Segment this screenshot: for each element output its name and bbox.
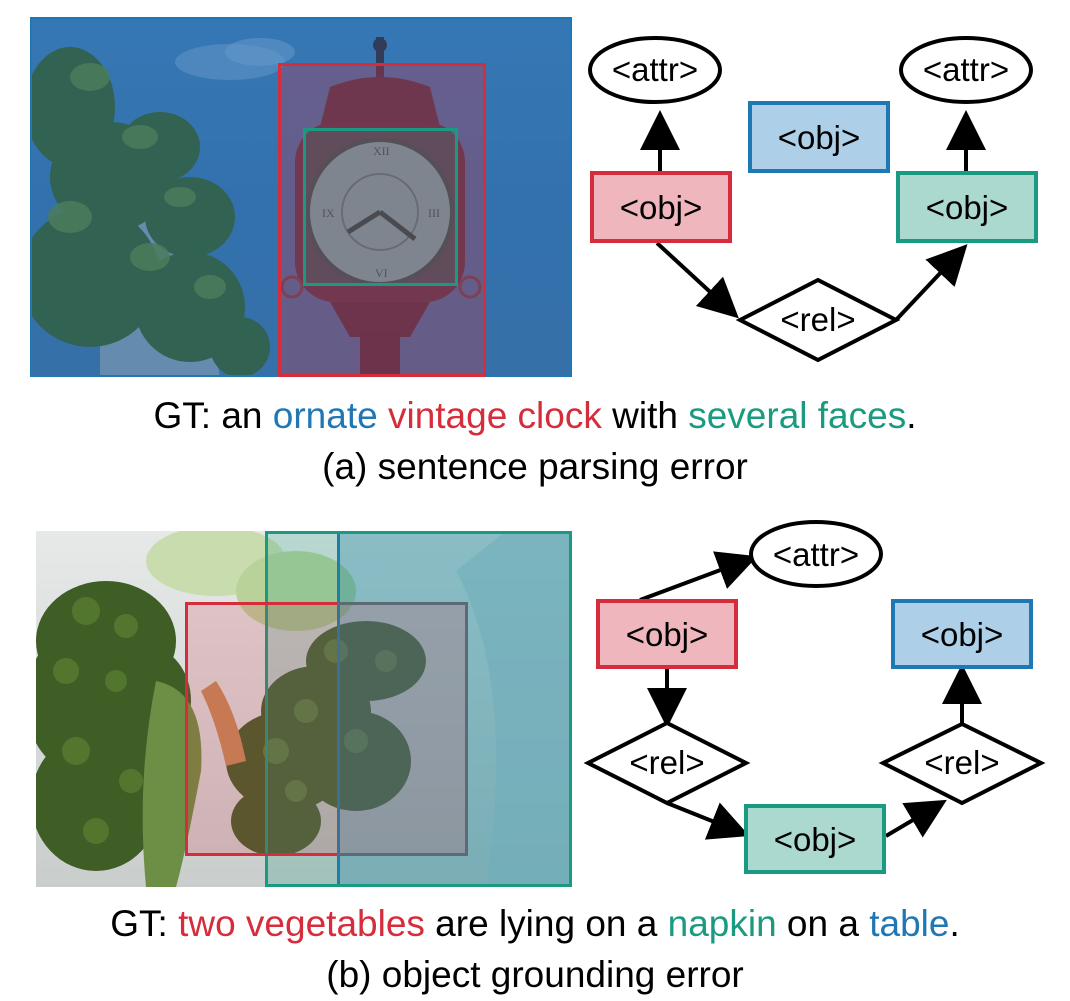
node-a-attr-left <box>588 36 722 104</box>
graph-a: <attr> <attr> <obj> <obj> <obj> <rel> <box>588 36 1038 363</box>
caption-a-gt: GT: an ornate vintage clock with several… <box>0 397 1070 434</box>
clock-photo-illustration: XII III VI IX <box>30 37 482 377</box>
caption-b-gt: GT: two vegetables are lying on a napkin… <box>0 905 1070 942</box>
node-a-obj-blue <box>748 101 890 173</box>
broccoli-photo <box>36 531 572 887</box>
node-b-attr <box>749 520 883 588</box>
caption-a-several-faces: several faces <box>688 395 907 436</box>
graph-b: <attr> <obj> <obj> <rel> <rel> <obj> <box>583 520 1046 874</box>
caption-b-on-a: on a <box>776 903 870 944</box>
edge-b-rel-objgreen <box>666 801 750 840</box>
node-b-rel-left <box>583 720 751 806</box>
subcaption-a: (a) sentence parsing error <box>322 446 748 487</box>
svg-text:III: III <box>428 206 440 220</box>
node-b-rel-right-label: <rel> <box>924 744 999 781</box>
caption-b-prefix: GT: <box>110 903 179 944</box>
node-a-attr-right-label: <attr> <box>923 51 1009 88</box>
bbox-green-several-faces <box>303 128 458 286</box>
edge-b-objgreen-rel <box>884 799 947 838</box>
subcaption-b: (b) object grounding error <box>326 954 744 995</box>
node-b-rel-right <box>878 721 1046 806</box>
bbox-green-napkin <box>265 531 572 887</box>
node-b-obj-red <box>596 599 738 669</box>
node-a-obj-green-label: <obj> <box>926 189 1009 226</box>
node-a-obj-blue-label: <obj> <box>778 119 861 156</box>
clock-photo: XII III VI IX <box>30 17 572 377</box>
caption-a-prefix: GT: an <box>153 395 273 436</box>
caption-b-napkin: napkin <box>667 903 777 944</box>
svg-text:VI: VI <box>375 266 388 280</box>
bbox-blue-ornate <box>30 17 572 377</box>
bbox-red-two-vegetables <box>185 602 468 856</box>
caption-b-period: . <box>949 903 960 944</box>
caption-a-space <box>378 395 388 436</box>
node-a-attr-right <box>899 36 1033 104</box>
caption-b-are-lying: are lying on a <box>424 903 668 944</box>
node-b-obj-blue-label: <obj> <box>921 616 1004 653</box>
node-a-rel <box>735 277 901 363</box>
caption-a-vintage-clock: vintage clock <box>387 395 602 436</box>
broccoli-photo-illustration <box>36 531 572 887</box>
node-a-obj-green <box>896 171 1038 243</box>
caption-a-period: . <box>906 395 917 436</box>
node-b-rel-left-label: <rel> <box>629 744 704 781</box>
svg-text:XII: XII <box>373 144 390 158</box>
node-b-obj-green <box>744 804 886 874</box>
edge-a-rel-objgreen <box>894 244 968 322</box>
node-a-attr-left-label: <attr> <box>612 51 698 88</box>
caption-b-two-vegetables: two vegetables <box>178 903 425 944</box>
node-b-obj-green-label: <obj> <box>774 821 857 858</box>
svg-text:IX: IX <box>322 206 335 220</box>
edge-a-objred-rel <box>655 241 739 319</box>
caption-b-table: table <box>869 903 950 944</box>
node-a-obj-red-label: <obj> <box>620 189 703 226</box>
node-b-attr-label: <attr> <box>773 536 859 573</box>
node-b-obj-red-label: <obj> <box>626 616 709 653</box>
node-b-obj-blue <box>891 599 1033 669</box>
bbox-red-vintage-clock <box>278 63 486 377</box>
edge-b-objred-attr <box>639 551 758 602</box>
node-a-rel-label: <rel> <box>780 301 855 338</box>
node-a-obj-red <box>590 171 732 243</box>
caption-a-with: with <box>601 395 689 436</box>
bbox-red-overlap-edge <box>337 602 468 856</box>
caption-a-ornate: ornate <box>272 395 378 436</box>
